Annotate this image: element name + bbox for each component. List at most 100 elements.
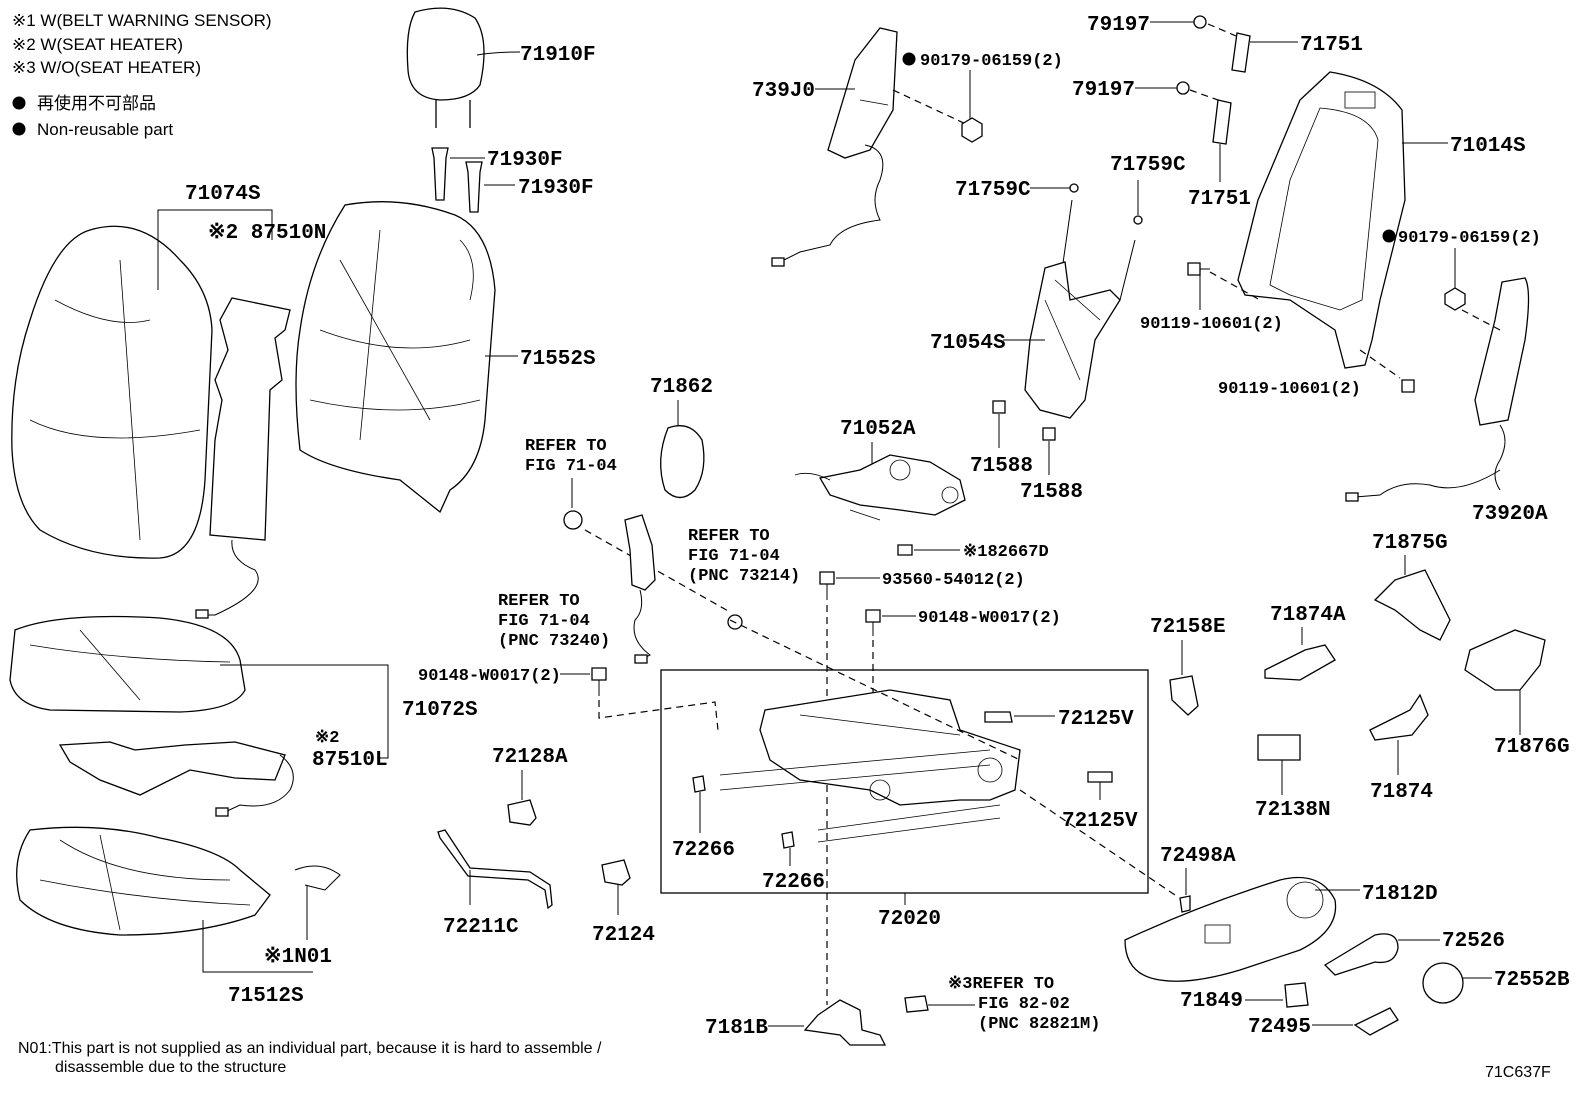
note-seat-heater: ※2 W(SEAT HEATER) — [12, 35, 183, 54]
part-label-72158E: 72158E — [1150, 616, 1226, 639]
part-label-72552B: 72552B — [1494, 969, 1570, 992]
part-label-71875G: 71875G — [1372, 532, 1448, 555]
part-label-71862: 71862 — [650, 376, 713, 399]
clip-drawing — [1133, 215, 1143, 225]
part-label-739J0: 739J0 — [752, 80, 815, 103]
leader — [220, 664, 389, 759]
clip-drawing — [984, 711, 1013, 723]
clip-drawing — [692, 775, 706, 793]
cushion-cover-drawing — [9, 615, 246, 713]
connector-drawing — [1257, 734, 1301, 761]
side-airbag-drawing — [771, 27, 969, 267]
clip-drawing — [1042, 427, 1056, 441]
seat-belt-buckle-drawing — [624, 514, 656, 664]
part-label-90148-W0017: 90148-W0017(2) — [918, 609, 1061, 628]
part-label-71910F: 71910F — [520, 44, 596, 67]
part-label-71072S: 71072S — [402, 699, 478, 722]
trim-drawing — [1264, 644, 1336, 681]
part-label-82667D: ※182667D — [963, 543, 1049, 562]
legend: ※1 W(BELT WARNING SENSOR) ※2 W(SEAT HEAT… — [12, 11, 272, 139]
part-label-71588: 71588 — [1020, 481, 1083, 504]
lumbar-bracket-drawing — [1003, 199, 1136, 419]
figure-id: 71C637F — [1485, 1064, 1551, 1081]
part-label-90179-06159: 90179-06159(2) — [920, 52, 1063, 71]
non-reusable-dot-icon — [12, 96, 26, 110]
part-label-73920A: 73920A — [1472, 503, 1548, 526]
bolt-drawing — [819, 571, 880, 1005]
part-label-71054S: 71054S — [930, 332, 1006, 355]
part-label-90119-10601: 90119-10601(2) — [1218, 380, 1361, 399]
headrest-drawing — [406, 7, 521, 128]
cover-cap-drawing — [660, 425, 705, 499]
footnote-line-2: disassemble due to the structure — [55, 1059, 286, 1076]
clip-drawing — [781, 831, 795, 849]
part-label-90119-10601: 90119-10601(2) — [1140, 315, 1283, 334]
part-label-71751: 71751 — [1300, 34, 1363, 57]
non-reusable-dot-icon — [902, 52, 916, 66]
dashed-guide — [584, 529, 731, 613]
refer-line: FIG 71-04 — [688, 547, 780, 566]
part-label-93560-54012: 93560-54012(2) — [882, 571, 1025, 590]
knob-hole-drawing — [1286, 881, 1324, 919]
refer-line: REFER TO — [498, 592, 580, 611]
clip-drawing — [1179, 895, 1191, 913]
part-label-87510L-note: ※2 — [315, 729, 339, 748]
refer-line: (PNC 82821M) — [978, 1015, 1100, 1034]
note-without-seat-heater: ※3 W/O(SEAT HEATER) — [12, 58, 201, 77]
part-label-71759C: 71759C — [1110, 154, 1186, 177]
nut-drawing — [1444, 287, 1466, 311]
legend-nonreusable-en: Non-reusable part — [37, 120, 173, 139]
clip-drawing — [1069, 183, 1079, 193]
part-label-71930F: 71930F — [487, 149, 563, 172]
cushion-pad-drawing — [16, 826, 341, 936]
part-label-72211C: 72211C — [443, 916, 519, 939]
part-label-72124: 72124 — [592, 924, 655, 947]
refer-line: (PNC 73240) — [498, 632, 610, 651]
part-label-72138N: 72138N — [1255, 799, 1331, 822]
cover-drawing — [1284, 982, 1309, 1008]
leader — [157, 209, 273, 290]
part-label-71751: 71751 — [1188, 188, 1251, 211]
clip-drawing — [507, 799, 537, 826]
trim-drawing — [1373, 569, 1451, 641]
part-label-71052A: 71052A — [840, 418, 916, 441]
non-reusable-dot-icon — [12, 122, 26, 136]
cushion-heater-drawing — [58, 741, 294, 817]
part-label-72498A: 72498A — [1160, 845, 1236, 868]
bolt-drawing — [1359, 349, 1415, 393]
part-label-79197: 79197 — [1072, 79, 1135, 102]
part-label-71874A: 71874A — [1270, 604, 1346, 627]
refer-line: (PNC 73214) — [688, 567, 800, 586]
part-label-79197: 79197 — [1087, 14, 1150, 37]
side-airbag-right-drawing — [1345, 277, 1530, 502]
cover-drawing — [1353, 1007, 1399, 1036]
trim-drawing — [1464, 629, 1546, 691]
seatback-pad-drawing — [295, 201, 518, 514]
part-label-71876G: 71876G — [1494, 736, 1570, 759]
clip-drawing — [1169, 675, 1199, 716]
non-reusable-dot-icon — [1382, 229, 1396, 243]
part-label-72125V: 72125V — [1058, 708, 1134, 731]
part-label-72125V: 72125V — [1062, 810, 1138, 833]
clip-drawing — [1087, 771, 1113, 783]
bolt-drawing — [865, 609, 916, 700]
part-label-90179-06159: 90179-06159(2) — [1398, 229, 1541, 248]
part-label-71874: 71874 — [1370, 781, 1433, 804]
refer-line: FIG 71-04 — [525, 457, 617, 476]
part-label-72266: 72266 — [762, 871, 825, 894]
refer-line: FIG 71-04 — [498, 612, 590, 631]
part-label-87510L: 87510L — [312, 749, 388, 772]
clip-drawing — [992, 400, 1006, 414]
part-label-71512S: 71512S — [228, 985, 304, 1008]
part-label-87510N: ※2 87510N — [208, 221, 326, 245]
footnote-line-1: N01:This part is not supplied as an indi… — [18, 1040, 602, 1057]
seatback-cover-drawing — [11, 225, 213, 559]
part-label-72495: 72495 — [1248, 1016, 1311, 1039]
lever-drawing — [1323, 933, 1399, 976]
dashed-guide — [1019, 789, 1176, 896]
screw-clip-drawing — [1135, 81, 1232, 182]
part-label-72020: 72020 — [878, 908, 941, 931]
part-label-71930F: 71930F — [518, 177, 594, 200]
part-label-90148-W0017: 90148-W0017(2) — [418, 667, 561, 686]
